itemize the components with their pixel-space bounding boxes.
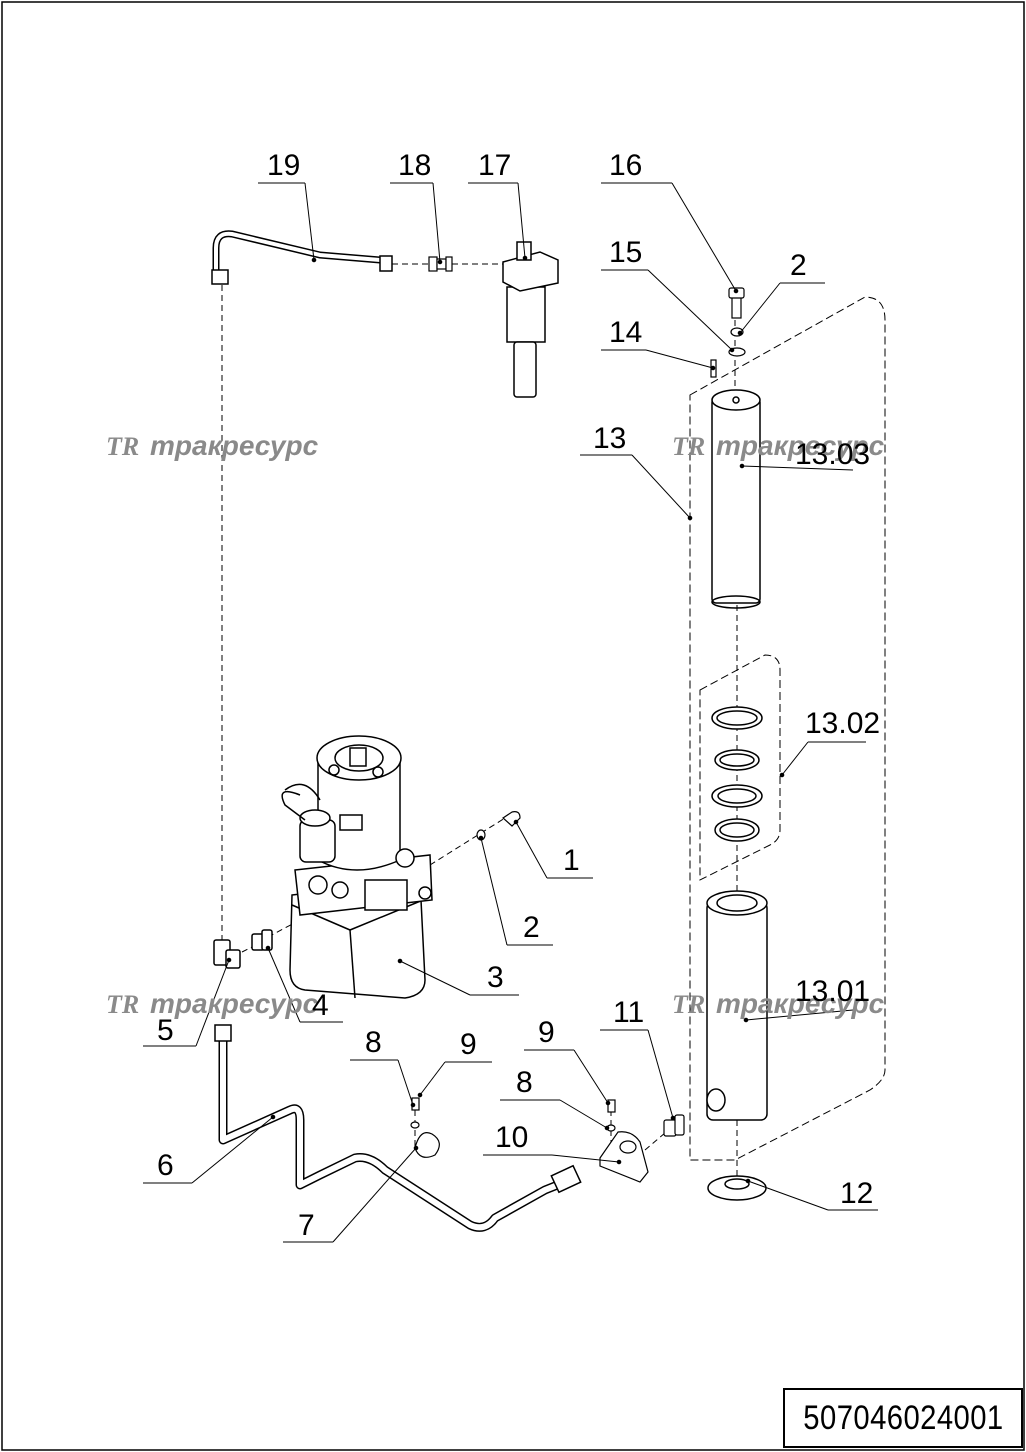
callout-18: 18 — [398, 149, 431, 182]
callout-2-top: 2 — [790, 249, 807, 282]
callout-13-03: 13.03 — [795, 438, 870, 471]
callout-10: 10 — [495, 1121, 528, 1154]
bolt-and-washer-1-2 — [476, 811, 521, 841]
callout-2-bottom: 2 — [523, 911, 540, 944]
watermark-logo: TR — [106, 432, 139, 461]
callout-19: 19 — [267, 149, 300, 182]
callout-16: 16 — [609, 149, 642, 182]
document-number-box: 507046024001 — [783, 1388, 1023, 1448]
leader-lines — [143, 182, 878, 1243]
watermark: TR тракресурс TR тракресурс TR тракресур… — [106, 430, 885, 1019]
callout-6: 6 — [157, 1149, 174, 1182]
callout-4: 4 — [312, 989, 329, 1022]
valve-part-17 — [502, 241, 559, 398]
watermark-logo: TR — [106, 990, 139, 1019]
callout-13: 13 — [593, 422, 626, 455]
seal-rings — [711, 706, 763, 842]
watermark-text: тракресурс — [716, 988, 885, 1019]
watermark-text: тракресурс — [716, 430, 885, 461]
connection-lines — [221, 263, 738, 1178]
callout-12: 12 — [840, 1177, 873, 1210]
callout-13-02: 13.02 — [805, 707, 880, 740]
adapter-part-18 — [428, 256, 453, 272]
callout-17: 17 — [478, 149, 511, 182]
callout-8-right: 8 — [516, 1066, 533, 1099]
hydraulic-power-unit — [281, 735, 433, 999]
callout-7: 7 — [298, 1209, 315, 1242]
cylinder-foot — [707, 1175, 767, 1201]
watermark-text: тракресурс — [150, 988, 319, 1019]
bolt-stack-15-16 — [728, 287, 746, 357]
document-number: 507046024001 — [802, 1398, 1004, 1437]
cylinder-assembly-outline — [689, 296, 886, 1161]
callout-1: 1 — [563, 844, 580, 877]
callout-9-left: 9 — [460, 1028, 477, 1061]
callout-11: 11 — [613, 996, 644, 1029]
callout-8-left: 8 — [365, 1026, 382, 1059]
upper-pipe — [211, 230, 393, 285]
callout-5: 5 — [157, 1014, 174, 1047]
callout-15: 15 — [609, 236, 642, 269]
seal-kit-outline — [699, 654, 781, 881]
clamp-and-bracket-7-10 — [410, 1097, 685, 1183]
cylinder-body — [706, 890, 768, 1121]
watermark-logo: TR — [672, 432, 705, 461]
lower-pipe — [214, 1024, 582, 1232]
callout-13-01: 13.01 — [795, 975, 870, 1008]
callout-labels: 19 18 17 16 15 2 14 13 13.03 13.02 1 2 3… — [157, 149, 880, 1242]
callout-3: 3 — [487, 961, 504, 994]
watermark-logo: TR — [672, 990, 705, 1019]
cylinder-upper-tube — [711, 389, 761, 609]
callout-9-right: 9 — [538, 1016, 555, 1049]
elbow-and-adapter-4-5 — [213, 929, 273, 969]
callout-14: 14 — [609, 316, 642, 349]
watermark-text: тракресурс — [150, 430, 319, 461]
